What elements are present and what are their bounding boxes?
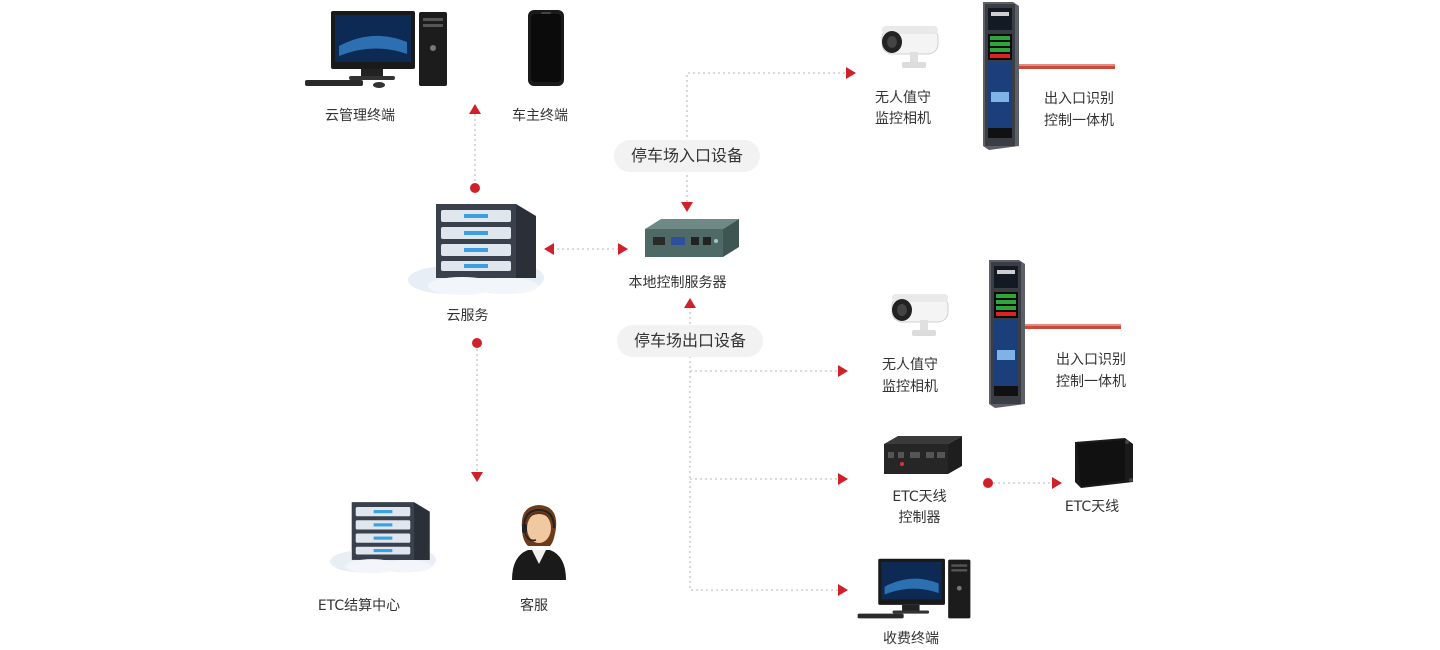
cloud-mgmt-terminal-label: 云管理终端: [325, 108, 395, 124]
etc-controller-label-line1: ETC天线: [892, 489, 947, 505]
smartphone-icon: [527, 9, 565, 91]
arrow-left: [544, 243, 554, 255]
arrow-right: [838, 365, 848, 377]
customer-service-label: 客服: [520, 598, 548, 614]
entry-barrier-label-line1: 出入口识别: [1044, 91, 1114, 107]
exit-group-pill: 停车场出口设备: [617, 325, 763, 357]
arrow-down: [681, 202, 693, 212]
arrow-right: [618, 243, 628, 255]
headset-agent-icon: [510, 502, 568, 584]
desktop-computer-icon: [303, 8, 449, 94]
etc-center-label: ETC结算中心: [317, 598, 401, 614]
toll-terminal-label: 收费终端: [883, 631, 939, 647]
exit-camera-label-line2: 监控相机: [882, 379, 938, 395]
exit-barrier-label-line2: 控制一体机: [1056, 374, 1126, 390]
arrow-right: [1052, 477, 1062, 489]
barrier-gate-kiosk-icon: [979, 0, 1119, 156]
mini-pc-icon: [643, 217, 741, 265]
owner-terminal-label: 车主终端: [512, 108, 568, 124]
arrow-right: [838, 473, 848, 485]
arrow-up: [684, 298, 696, 308]
arrow-right: [838, 584, 848, 596]
arrow-down: [471, 472, 483, 482]
entry-group-pill: 停车场入口设备: [614, 140, 760, 172]
local-server-label: 本地控制服务器: [628, 275, 727, 291]
arrow-up: [469, 104, 481, 114]
entry-barrier-label-line2: 控制一体机: [1044, 113, 1114, 129]
connector-dot: [472, 338, 482, 348]
exit-camera-label-line1: 无人值守: [882, 357, 938, 373]
bullet-camera-icon: [888, 290, 952, 344]
industrial-controller-icon: [882, 434, 964, 482]
connector-dot: [470, 183, 480, 193]
bullet-camera-icon: [878, 22, 942, 76]
etc-antenna-label: ETC天线: [1064, 499, 1120, 515]
entry-camera-label-line2: 监控相机: [875, 111, 931, 127]
cloud-server-icon: [330, 494, 436, 580]
barrier-gate-kiosk-icon: [985, 258, 1125, 414]
entry-camera-label-line1: 无人值守: [875, 90, 931, 106]
cloud-server-icon: [408, 196, 544, 300]
exit-barrier-label-line1: 出入口识别: [1056, 352, 1126, 368]
connector-dot: [983, 478, 993, 488]
etc-antenna-icon: [1071, 434, 1135, 494]
etc-controller-label-line2: 控制器: [898, 510, 941, 526]
arrow-right: [846, 67, 856, 79]
desktop-computer-icon: [856, 556, 972, 626]
cloud-service-label: 云服务: [446, 308, 489, 324]
